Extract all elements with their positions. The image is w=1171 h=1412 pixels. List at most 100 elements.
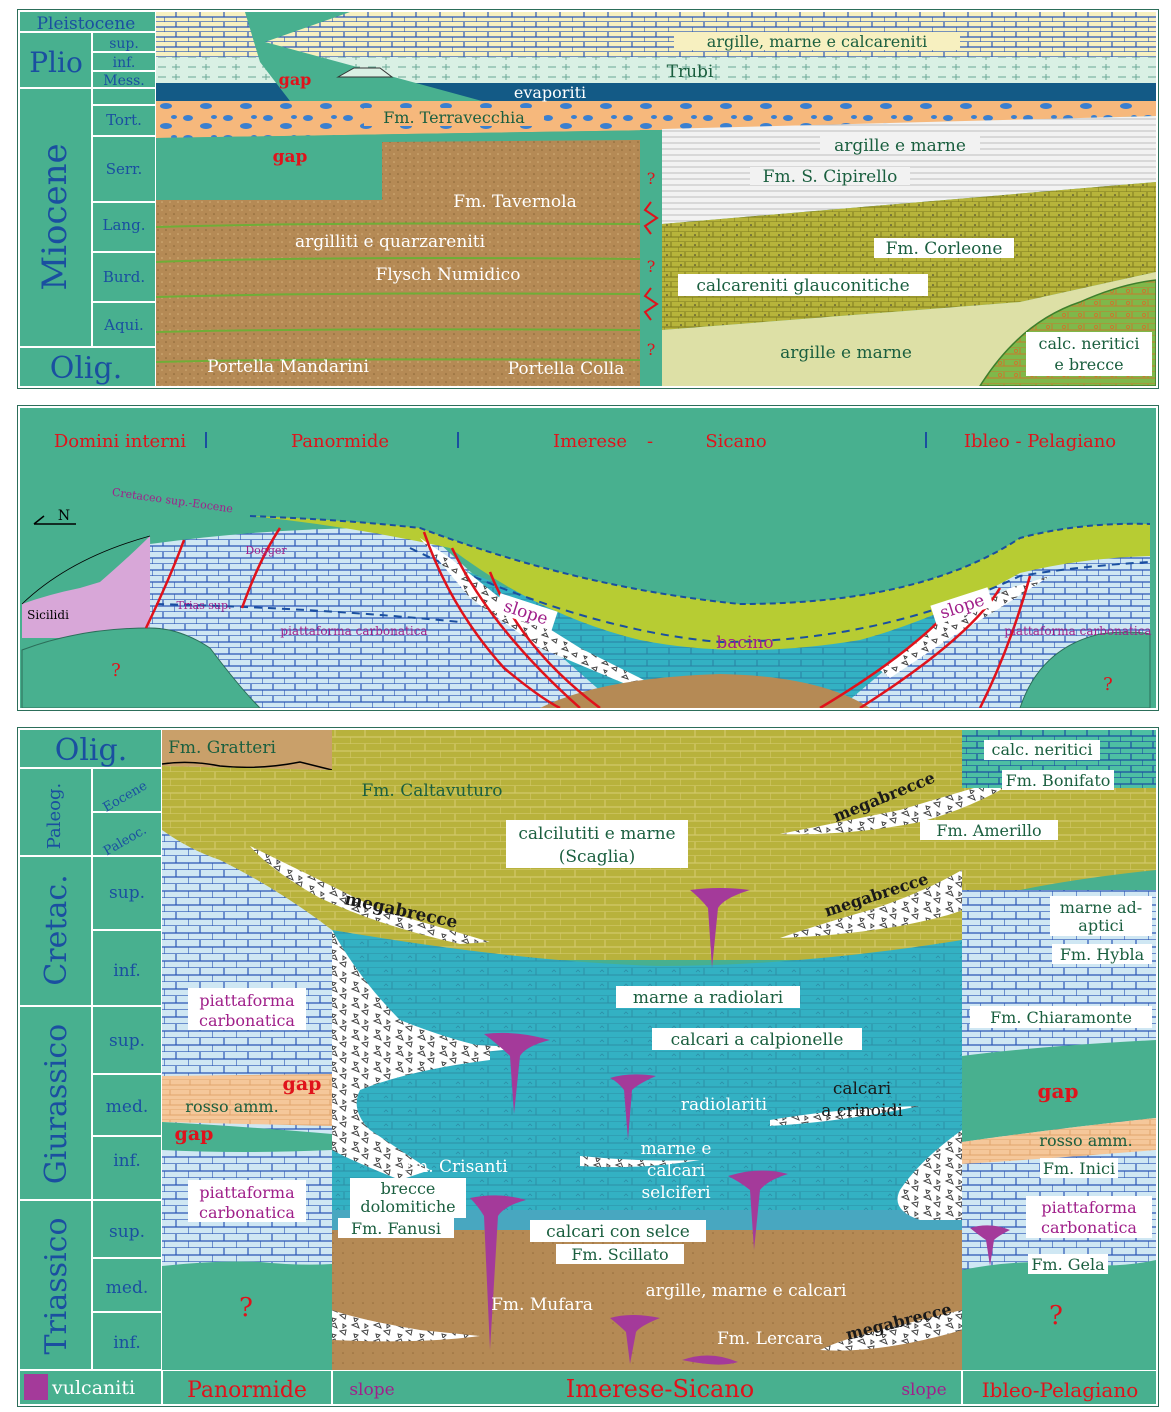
plio-inf: inf.	[113, 55, 136, 71]
label-piattaforma-ibleo: piattaforma	[1041, 1198, 1137, 1217]
legend-vulcaniti: vulcaniti	[51, 1377, 135, 1399]
label-marne-radiolari: marne a radiolari	[633, 988, 784, 1008]
olive-onlap-ibleo	[962, 770, 1156, 910]
question-mark-left: ?	[111, 660, 121, 681]
domain-ibleo-pelagiano: Ibleo - Pelagiano	[964, 431, 1116, 452]
gap-miocene	[156, 130, 660, 200]
label-hybla: Fm. Hybla	[1060, 945, 1145, 964]
label-calcilutiti: calcilutiti e marne	[518, 824, 675, 844]
trias-med: med.	[106, 1278, 148, 1298]
footer-panormide: Panormide	[187, 1378, 307, 1403]
cretac-inf: inf.	[113, 961, 140, 981]
question-mark-3: ?	[647, 340, 656, 359]
label-scaglia: (Scaglia)	[559, 847, 635, 867]
panormide-basement	[162, 1261, 332, 1370]
breccia-lens-3	[770, 1106, 920, 1126]
footer-imerese-sicano: Imerese-Sicano	[566, 1375, 755, 1403]
north-arrow	[33, 515, 76, 525]
label-marne-e: marne e	[641, 1139, 712, 1159]
cenozoic-stratigraphy-panel: Pleistocene Plio sup. inf. Miocene Mess.…	[18, 10, 1158, 388]
gratteri-formation	[162, 730, 332, 770]
label-gratteri: Fm. Gratteri	[168, 738, 276, 758]
label-calpionelle: calcari a calpionelle	[671, 1030, 844, 1050]
question-mark-2: ?	[647, 257, 656, 276]
label-piattaforma-panormide-upper: piattaforma	[199, 991, 295, 1010]
domain-imerese: Imerese	[553, 431, 627, 452]
period-paleog: Paleog.	[44, 783, 65, 850]
question-mark-right: ?	[1103, 674, 1113, 695]
ibleo-rosso-amm	[962, 1118, 1156, 1164]
megabrecce-right-upper	[780, 772, 1030, 835]
stage-serr: Serr.	[106, 160, 143, 178]
label-corleone: Fm. Corleone	[886, 239, 1003, 259]
trias-inf: inf.	[113, 1333, 140, 1353]
stage-lang: Lang.	[103, 216, 146, 234]
giur-sup: sup.	[109, 1031, 145, 1051]
breccia-lens-1	[360, 1044, 520, 1057]
megabrecce-right-lower	[897, 1130, 962, 1220]
basement-center	[540, 674, 870, 708]
left-platform	[150, 527, 620, 708]
dogger-dashed	[409, 547, 1151, 644]
label-selciferi: selciferi	[641, 1183, 711, 1203]
label-calcari: calcari	[833, 1079, 892, 1099]
label-crisanti: Fm. Crisanti	[400, 1157, 508, 1177]
tavernola-layer	[156, 140, 640, 386]
label-a-crinoidi: a crinoidi	[821, 1101, 903, 1121]
label-lercara: Fm. Lercara	[717, 1329, 823, 1349]
label-gela: Fm. Gela	[1031, 1255, 1105, 1274]
label-chiaramonte: Fm. Chiaramonte	[990, 1008, 1132, 1027]
mesozoic-stratigraphy-panel: Olig. Paleog. Eocene Paleoc. Cretac. sup…	[18, 728, 1158, 1406]
label-trias-sup: Trias sup.	[176, 599, 231, 612]
stage-burd: Burd.	[103, 268, 145, 286]
label-calcareniti-glauconitiche: calcareniti glauconitiche	[696, 276, 909, 296]
label-carbonatica-ibleo: carbonatica	[1041, 1218, 1137, 1237]
label-bonifato: Fm. Bonifato	[1006, 771, 1111, 790]
label-trubi: Trubi	[667, 62, 714, 82]
basin-fill	[460, 568, 970, 708]
label-gap-plio: gap	[279, 70, 312, 89]
label-marne-ad: marne ad-	[1060, 898, 1142, 917]
zigzag-contact-2	[643, 287, 659, 321]
green-boundary-strip	[640, 130, 662, 386]
label-calcari-selc: calcari	[647, 1161, 706, 1181]
sicilidi-body	[22, 536, 152, 638]
megabrecce-bottom-right	[820, 1310, 962, 1351]
volcanics-legend-swatch	[24, 1374, 48, 1400]
label-brecce: brecce	[381, 1179, 436, 1198]
volcanic-intrusions	[470, 888, 1010, 1365]
label-radiolariti: radiolariti	[681, 1095, 768, 1115]
panormide-ammonitico-lens	[162, 1074, 332, 1126]
paleogeographic-section-panel: Domini interni Panormide Imerese - Sican…	[18, 406, 1158, 710]
label-scillato: Fm. Scillato	[571, 1245, 668, 1264]
label-fanusi: Fm. Fanusi	[351, 1219, 441, 1238]
label-piattaforma-panormide-lower: piattaforma	[199, 1183, 295, 1202]
label-carbonatica-panormide-lower: carbonatica	[199, 1203, 295, 1222]
label-tavernola: Fm. Tavernola	[453, 192, 576, 212]
trias-dashed	[155, 603, 461, 623]
label-dogger: Dogger	[245, 544, 287, 557]
label-argille-marne-calcareniti: argille, marne e calcareniti	[707, 32, 927, 51]
label-argille-marne-upper: argille e marne	[834, 136, 966, 156]
label-s-cipirello: Fm. S. Cipirello	[763, 167, 898, 187]
label-rosso-amm-panormide: rosso amm.	[185, 1097, 278, 1116]
footer-slope-left: slope	[349, 1380, 394, 1400]
ibleo-basement	[962, 1260, 1156, 1370]
label-argilliti-quarzareniti: argilliti e quarzareniti	[295, 232, 486, 252]
label-calc-neritici: calc. neritici	[1039, 334, 1140, 353]
label-e-brecce: e brecce	[1054, 355, 1123, 374]
period-cretac: Cretac.	[39, 874, 74, 985]
label-dolomitiche: dolomitiche	[360, 1197, 455, 1216]
giur-inf: inf.	[113, 1151, 140, 1171]
footer-ibleo-pelagiano: Ibleo-Pelagiano	[982, 1378, 1139, 1402]
label-mufara: Fm. Mufara	[491, 1295, 593, 1315]
epoch-miocene: Miocene	[35, 143, 75, 290]
label-amerillo: Fm. Amerillo	[936, 821, 1041, 840]
label-argille-marne-calcari: argille, marne e calcari	[646, 1281, 847, 1301]
stage-mess: Mess.	[103, 73, 144, 89]
plio-sup: sup.	[109, 36, 139, 52]
label-calcari-selce: calcari con selce	[546, 1222, 690, 1242]
question-panormide: ?	[239, 1293, 253, 1323]
cretaceous-eocene-cover	[250, 516, 1150, 650]
paleogeographic-cross-section: Domini interni Panormide Imerese - Sican…	[21, 431, 1152, 710]
